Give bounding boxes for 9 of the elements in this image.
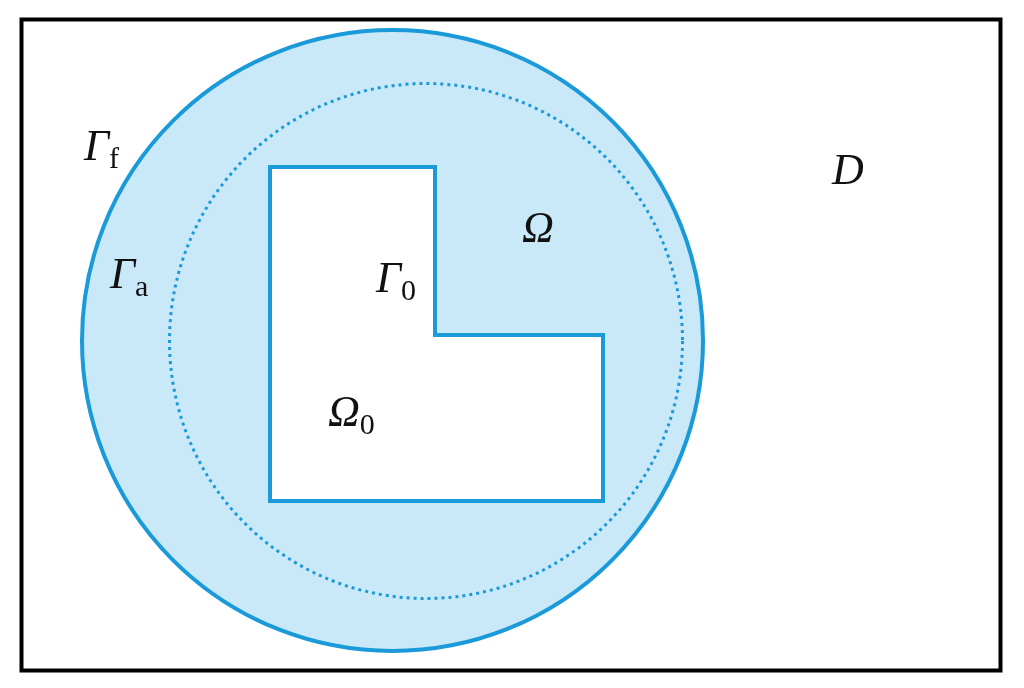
outer-circle [80,28,705,653]
domain-rectangle [20,18,1002,672]
boundary-symbol: Γ$_{a}$ [110,252,149,301]
domain-symbol: D [832,148,864,192]
boundary-symbol: Γ$_{0}$ [376,256,417,305]
l-shaped-region [268,165,605,503]
region-symbol: Ω [522,206,554,250]
boundary-symbol: Γ$_{f}$ [84,124,120,173]
region-symbol: Ω$_{0}$ [328,390,375,439]
